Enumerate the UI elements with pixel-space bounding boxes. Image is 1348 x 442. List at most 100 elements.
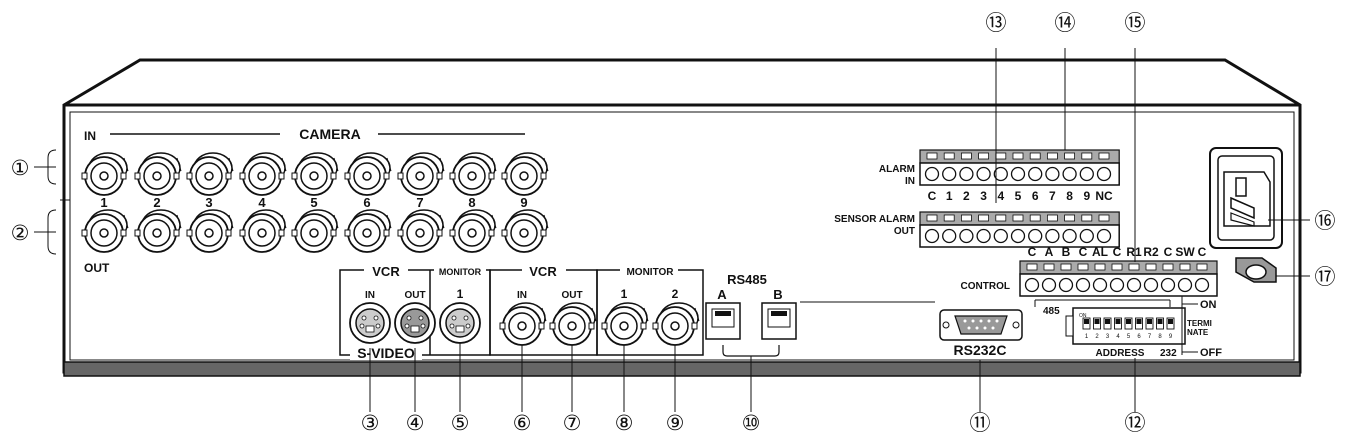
callout-9: ⑨ <box>666 411 685 435</box>
svideo-connector-1 <box>349 302 391 344</box>
callout-6: ⑥ <box>513 411 532 435</box>
alarm-in-screw <box>993 166 1008 182</box>
control-screw <box>1177 277 1193 293</box>
vcr-label-2: VCR <box>529 264 557 279</box>
rs485-ports: RS485 A B <box>705 272 935 412</box>
mon2-label: 2 <box>672 287 679 301</box>
control-screw <box>1160 277 1176 293</box>
cord-clamp <box>1235 257 1300 283</box>
camera-out-bnc-7 <box>397 209 445 253</box>
alarm-terminal-label: 6 <box>1032 189 1039 203</box>
rs232c-port: RS232C <box>939 309 1023 412</box>
camera-in-bnc-1 <box>81 152 129 196</box>
alarm-terminal-label: C <box>928 189 937 203</box>
svideo-out-label: OUT <box>404 290 425 301</box>
sensor-alarm-screw <box>993 228 1008 244</box>
chassis <box>62 58 1302 377</box>
camera-number: 3 <box>205 195 212 210</box>
sensor-out-label: OUT <box>894 226 915 237</box>
monitor-label-2: MONITOR <box>626 267 674 278</box>
callout-10: ⑩ <box>742 411 761 435</box>
termi-label-1: TERMI <box>1187 319 1212 328</box>
control-terminal-label: R1 <box>1126 245 1142 259</box>
control-terminal-label: A <box>1045 245 1054 259</box>
dip-number: 8 <box>1158 334 1162 340</box>
sensor-alarm-screw <box>976 228 991 244</box>
alarm-in-terminal <box>919 149 1120 186</box>
camera-out-bnc-1 <box>81 209 129 253</box>
callouts: ① ② ③ ④ ⑤ ⑥ ⑦ ⑧ ⑨ ⑩ ⑪ ⑫ ⑬ ⑭ ⑮ ⑯ ⑰ <box>11 11 1336 435</box>
t232-label: 232 <box>1160 348 1177 359</box>
control-screw <box>1075 277 1091 293</box>
sensor-alarm-screw <box>1096 228 1112 244</box>
control-screw <box>1058 277 1074 293</box>
callout-12: ⑫ <box>1125 411 1146 435</box>
mon1-label: 1 <box>621 287 628 301</box>
control-terminal-label: C <box>1113 245 1122 259</box>
rs232c-label: RS232C <box>954 342 1007 358</box>
alarm-in-screw <box>1079 166 1094 182</box>
camera-in-bnc-9 <box>501 152 549 196</box>
svideo-mon-label: 1 <box>457 287 464 301</box>
dip-number: 5 <box>1127 334 1131 340</box>
sensor-alarm-screw <box>924 228 940 244</box>
callout-15: ⑮ <box>1125 11 1146 35</box>
camera-out-bnc-4 <box>239 209 287 253</box>
dip-on-label: ON <box>1079 313 1087 319</box>
control-screw <box>1024 277 1040 293</box>
on-label: ON <box>1200 299 1217 311</box>
callout-1: ① <box>11 156 30 180</box>
sensor-alarm-label: SENSOR ALARM <box>834 214 915 225</box>
output-bnc-4 <box>652 302 700 346</box>
alarm-terminal-label: 8 <box>1066 189 1073 203</box>
out-label: OUT <box>84 261 110 275</box>
callout-3: ③ <box>361 411 380 435</box>
alarm-in-label-1: ALARM <box>879 164 915 175</box>
alarm-in-screw <box>1010 166 1026 182</box>
section-labels: VCR MONITOR VCR MONITOR IN OUT 1 IN OUT … <box>350 264 679 361</box>
address-label: ADDRESS <box>1096 348 1145 359</box>
alarm-in-screw <box>1096 166 1112 182</box>
control-terminal-label: B <box>1062 245 1071 259</box>
alarm-in-screw <box>976 166 991 182</box>
callout-11: ⑪ <box>970 411 991 435</box>
output-bnc-1 <box>499 302 547 346</box>
callout-14: ⑭ <box>1055 11 1076 35</box>
camera-number: 5 <box>310 195 317 210</box>
output-bnc-2 <box>549 302 597 346</box>
vcr-label-1: VCR <box>372 264 400 279</box>
callout-7: ⑦ <box>563 411 582 435</box>
control-terminal-label: C <box>1198 245 1207 259</box>
dip-number: 4 <box>1116 334 1120 340</box>
dip-number: 6 <box>1137 334 1141 340</box>
control-screw <box>1092 277 1108 293</box>
alarm-terminal-label: 1 <box>946 189 953 203</box>
sensor-alarm-screw <box>1045 228 1060 244</box>
callout-8: ⑧ <box>615 411 634 435</box>
alarm-terminal-label: NC <box>1095 189 1113 203</box>
control-terminal-label: R2 <box>1143 245 1159 259</box>
camera-number: 8 <box>468 195 475 210</box>
off-label: OFF <box>1200 347 1222 359</box>
alarm-in-screw <box>942 166 957 182</box>
alarm-in-label-2: IN <box>905 176 915 187</box>
camera-number: 7 <box>416 195 423 210</box>
control-screw <box>1126 277 1142 293</box>
dip-number: 1 <box>1085 334 1089 340</box>
callout-2: ② <box>11 221 30 245</box>
control-terminal-label: C <box>1164 245 1173 259</box>
alarm-in-screw <box>1045 166 1060 182</box>
dip-number: 2 <box>1095 334 1099 340</box>
dip-number: 7 <box>1148 334 1152 340</box>
callout-17: ⑰ <box>1315 265 1336 289</box>
control-terminal-label: C <box>1028 245 1037 259</box>
leader-lines <box>34 48 1310 412</box>
alarm-terminal-label: 2 <box>963 189 970 203</box>
alarm-terminal-label: 5 <box>1015 189 1022 203</box>
camera-number: 4 <box>258 195 266 210</box>
dip-switch-levers <box>1082 317 1175 330</box>
t485-label: 485 <box>1043 306 1060 317</box>
